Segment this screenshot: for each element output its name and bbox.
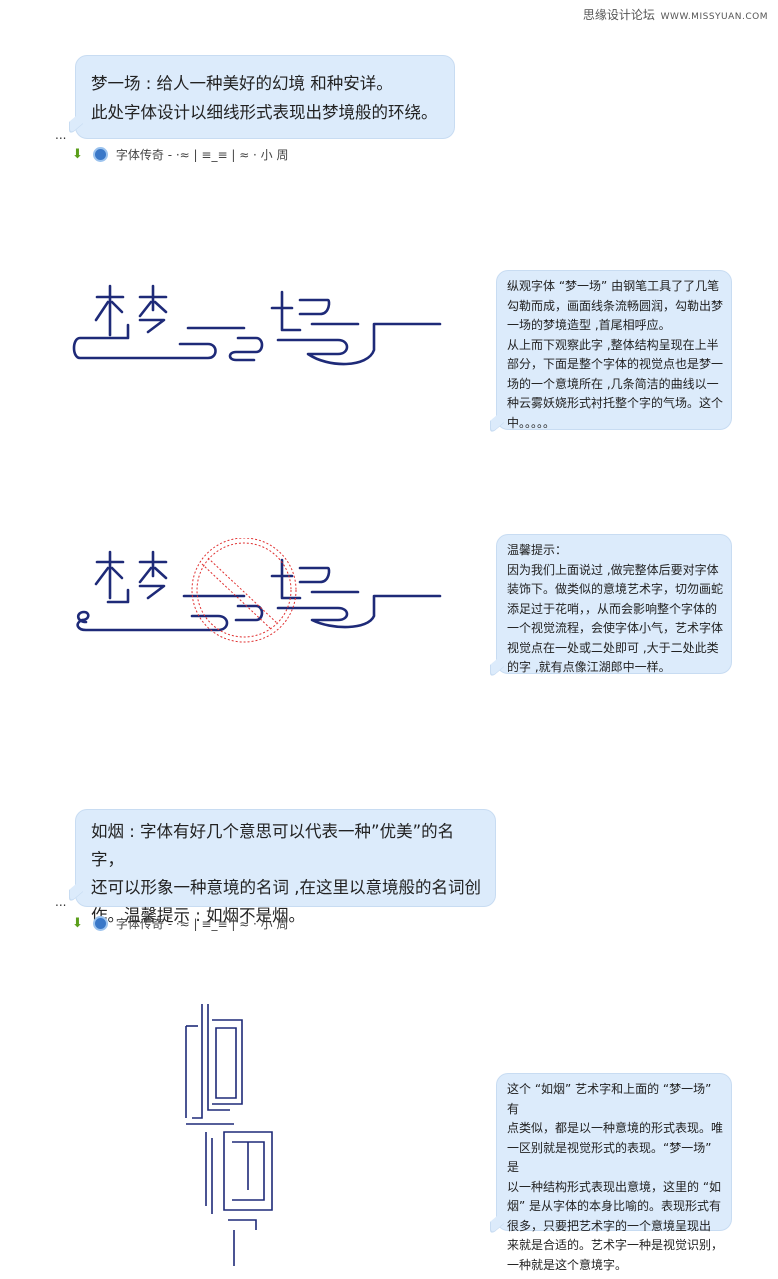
glyph-stroke	[298, 566, 331, 584]
note-line: 从上而下观察此字 ,整体结构呈现在上半	[507, 337, 719, 352]
note-line: 这个 “如烟” 艺术字和上面的 “梦一场” 有	[507, 1082, 712, 1116]
note-line: 部分，下面是整个字体的视觉点也是梦一	[507, 357, 724, 371]
author-name: 字体传奇 - ·≈ | ≡_≡ | ≈ · 小 周	[115, 148, 289, 162]
prohibition-icon	[191, 538, 297, 643]
glyph-stroke	[138, 566, 153, 584]
note-line: 勾勒而成，画面线条流畅圆润，勾勒出梦	[507, 298, 724, 313]
avatar[interactable]	[92, 916, 108, 931]
note-line: 很多，只要把艺术字的一个意境呈现出	[507, 1218, 712, 1233]
author-row: ⬇ 字体传奇 - ·≈ | ≡_≡ | ≈ · 小 周	[72, 146, 289, 163]
glyph-stroke	[234, 604, 264, 622]
note-line: 一个视觉流程，会使字体小气，艺术字体	[507, 621, 724, 635]
glyph-stroke	[94, 566, 110, 586]
note-line: 纵观字体 “梦一场” 由钢笔工具了了几笔	[507, 279, 720, 293]
glyph-stroke	[228, 336, 264, 362]
note-line: 一区别就是视觉形式的表现。“梦一场” 是	[507, 1140, 712, 1175]
site-watermark: 思缘设计论坛 WWW.MISSYUAN.COM	[583, 6, 768, 23]
mengyichang-artwork	[72, 284, 442, 366]
glyph-stroke	[212, 1019, 243, 1105]
glyph-stroke	[215, 1027, 237, 1099]
glyph-stroke	[72, 323, 217, 360]
bubble-line: 梦一场 : 给人一种美好的幻境 和种安详。	[91, 74, 393, 93]
note-bubble-ruyan-analysis: 这个 “如烟” 艺术字和上面的 “梦一场” 有 点类似，都是以一种意境的形式表现…	[490, 1073, 732, 1272]
glyph-stroke	[76, 610, 229, 632]
note-line: 添足过于花哨，，从而会影响整个字体的	[507, 601, 718, 616]
note-line: 种云雾妖娆形式衬托整个字的气场。这个	[507, 396, 724, 410]
glyph-stroke	[276, 594, 442, 629]
watermark-url: WWW.MISSYUAN.COM	[660, 12, 768, 22]
glyph-stroke	[298, 298, 331, 316]
note-line: 温馨提示：	[507, 543, 568, 557]
more-dots: ...	[55, 895, 67, 909]
glyph-stroke	[153, 300, 168, 314]
mengyichang-warning-artwork	[76, 538, 442, 643]
bubble-line: 如烟 : 字体有好几个意思可以代表一种”优美”的名字，	[91, 822, 455, 869]
note-line: 的字 ,就有点像江湖郎中一样。	[507, 660, 671, 674]
note-bubble-analysis: 纵观字体 “梦一场” 由钢笔工具了了几笔 勾勒而成，画面线条流畅圆润，勾勒出梦 …	[490, 270, 732, 435]
watermark-site-name: 思缘设计论坛	[582, 8, 655, 22]
glyph-stroke	[280, 290, 302, 332]
glyph-stroke	[138, 584, 166, 600]
avatar[interactable]	[92, 147, 108, 162]
chat-bubble-ruyan-intro: 如烟 : 字体有好几个意思可以代表一种”优美”的名字， 还可以形象一种意境的名词…	[69, 809, 496, 925]
note-line: 场的一个意境所在 ,几条简洁的曲线以一	[507, 376, 719, 391]
glyph-stroke	[276, 322, 442, 366]
author-row: ⬇ 字体传奇 - ·≈ | ≡_≡ | ≈ · 小 周	[72, 915, 289, 932]
glyph-stroke	[110, 566, 124, 580]
ruyan-artwork	[185, 1004, 273, 1266]
note-line: 因为我们上面说过 ,做完整体后要对字体	[507, 562, 719, 577]
more-dots: ...	[55, 128, 67, 142]
glyph-stroke	[110, 300, 124, 314]
glyph-stroke	[94, 300, 110, 322]
glyph-stroke	[280, 558, 302, 600]
note-line: 来就是合适的。艺术字一种是视觉识别，	[507, 1238, 724, 1252]
glyph-stroke	[192, 1004, 203, 1119]
download-arrow-icon[interactable]: ⬇	[72, 916, 83, 931]
note-bubble-warning-tip: 温馨提示： 因为我们上面说过 ,做完整体后要对字体 装饰下。做类似的意境艺术字，…	[490, 534, 732, 679]
download-arrow-icon[interactable]: ⬇	[72, 147, 83, 162]
author-name: 字体传奇 - ·≈ | ≡_≡ | ≈ · 小 周	[115, 917, 289, 931]
note-line: 烟” 是从字体的本身比喻的。表现形式有	[507, 1199, 722, 1213]
glyph-stroke	[106, 588, 130, 604]
glyph-stroke	[153, 566, 168, 580]
glyph-stroke	[138, 300, 153, 318]
glyph-stroke	[223, 1131, 273, 1211]
note-line: 中。。。。。	[507, 415, 556, 430]
note-line: 装饰下。做类似的意境艺术字，切勿画蛇	[507, 582, 724, 596]
glyph-stroke	[138, 318, 166, 334]
note-line: 以一种结构形式表现出意境，这里的 “如	[507, 1179, 722, 1194]
glyph-stroke	[207, 1004, 230, 1111]
glyph-stroke	[228, 1219, 257, 1230]
note-line: 视觉点在一处或二处即可 ,大于二处此类	[507, 640, 719, 655]
note-line: 点类似，都是以一种意境的形式表现。唯	[507, 1121, 724, 1135]
note-line: 一场的梦境造型 ,首尾相呼应。	[507, 318, 671, 332]
bubble-line: 此处字体设计以细线形式表现出梦境般的环绕。	[91, 103, 438, 122]
bubble-line: 作。温馨提示 : 如烟不是烟。	[91, 906, 306, 925]
chat-bubble-mengyichang-intro: 梦一场 : 给人一种美好的幻境 和种安详。 此处字体设计以细线形式表现出梦境般的…	[69, 55, 455, 139]
note-line: 一种就是这个意境字。	[507, 1257, 628, 1272]
bubble-line: 还可以形象一种意境的名词 ,在这里以意境般的名词创	[91, 878, 481, 897]
